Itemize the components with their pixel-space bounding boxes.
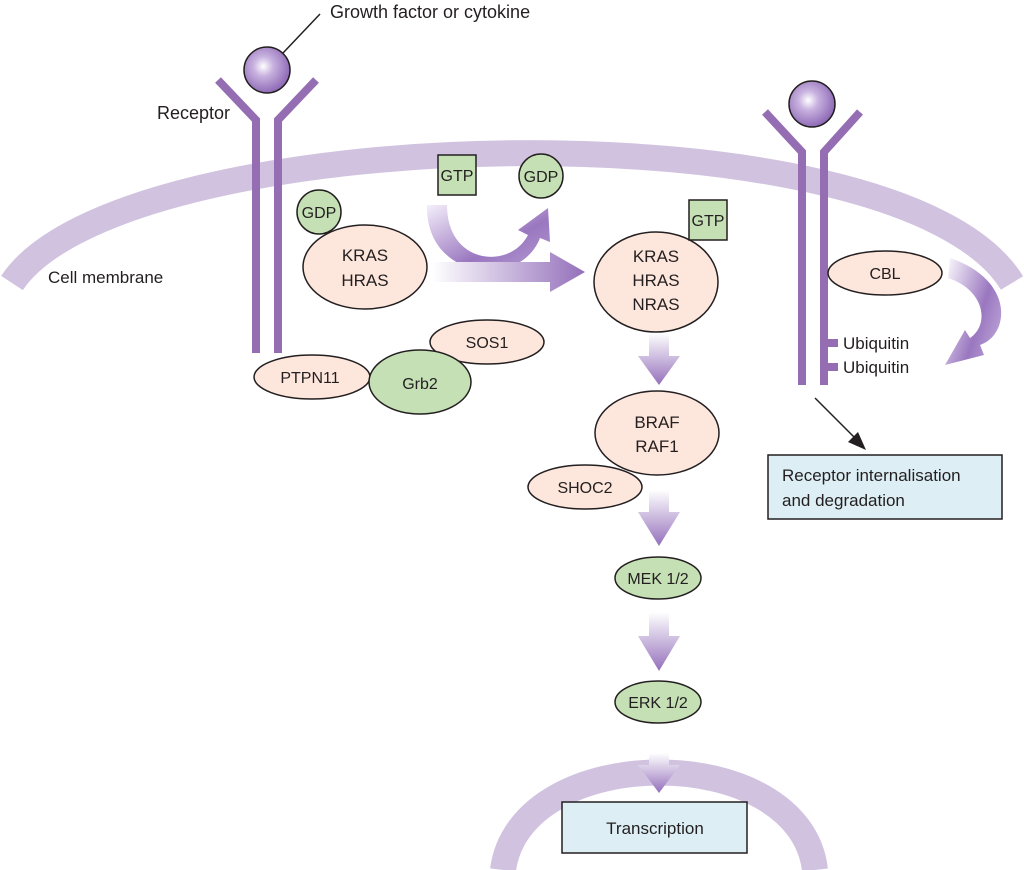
shoc2-label: SHOC2 [557,480,612,497]
ptpn11-label: PTPN11 [280,370,339,387]
mek [614,556,702,600]
ligand-right [788,80,836,128]
ras-active [593,231,719,333]
ras-inactive-line-1: KRAS [342,246,388,265]
cbl [827,250,943,296]
erk-to-transcription-arrow [638,753,680,793]
ras-to-raf-arrow [638,333,680,385]
receptor-right [762,109,863,385]
raf-line-2: RAF1 [635,437,678,456]
internalisation-box [767,454,1003,520]
raf-to-mek-arrow [638,490,680,546]
nucleotide-exchange-arrow [426,205,550,271]
erk-label: ERK 1/2 [628,695,688,712]
transcription-label: Transcription [606,819,704,838]
gdp-out-label: GDP [524,169,559,186]
raf-line-1: BRAF [634,413,679,432]
gtp-in-label: GTP [441,168,474,185]
cbl-label: CBL [869,266,900,283]
gtp-in [437,154,477,196]
receptor-label: Receptor [157,103,230,123]
ubiquitination-arrow [945,258,1002,365]
grb2 [368,349,472,415]
sos1-label: SOS1 [466,335,509,352]
shoc2 [527,464,643,510]
transcription-box [561,801,748,854]
ligand-left [243,46,291,94]
arrowhead-icon [848,432,866,450]
activation-arrow [432,252,585,292]
gtp-bound-label: GTP [692,213,725,230]
sos1 [429,319,545,365]
ras-inactive-line-2: HRAS [341,271,388,290]
ras-inactive [302,224,428,310]
erk [614,680,702,724]
internalisation-line-1: Receptor internalisation [782,466,961,485]
ubiquitin-label-2: Ubiquitin [843,358,909,377]
gtp-bound [688,199,728,241]
ras-active-line-2: HRAS [632,271,679,290]
grb2-label: Grb2 [402,376,438,393]
cell-membrane-label: Cell membrane [48,268,163,287]
ras-active-line-3: NRAS [632,295,679,314]
growth-factor-label: Growth factor or cytokine [330,2,530,22]
ligand-pointer-line [282,13,321,54]
cell-membrane [1,140,1024,291]
ubiquitin-label-1: Ubiquitin [843,334,909,353]
receptor-left [215,77,319,353]
mek-label: MEK 1/2 [627,571,688,588]
raf [594,390,720,476]
gdp-bound [296,189,342,235]
ras-inactive-complex: KRAS HRAS GDP [296,189,428,310]
ras-active-line-1: KRAS [633,247,679,266]
internalisation-line-2: and degradation [782,491,905,510]
gdp-out [518,153,564,199]
internalisation-pointer [814,397,856,439]
mek-to-erk-arrow [638,612,680,671]
gdp-bound-label: GDP [302,205,337,222]
